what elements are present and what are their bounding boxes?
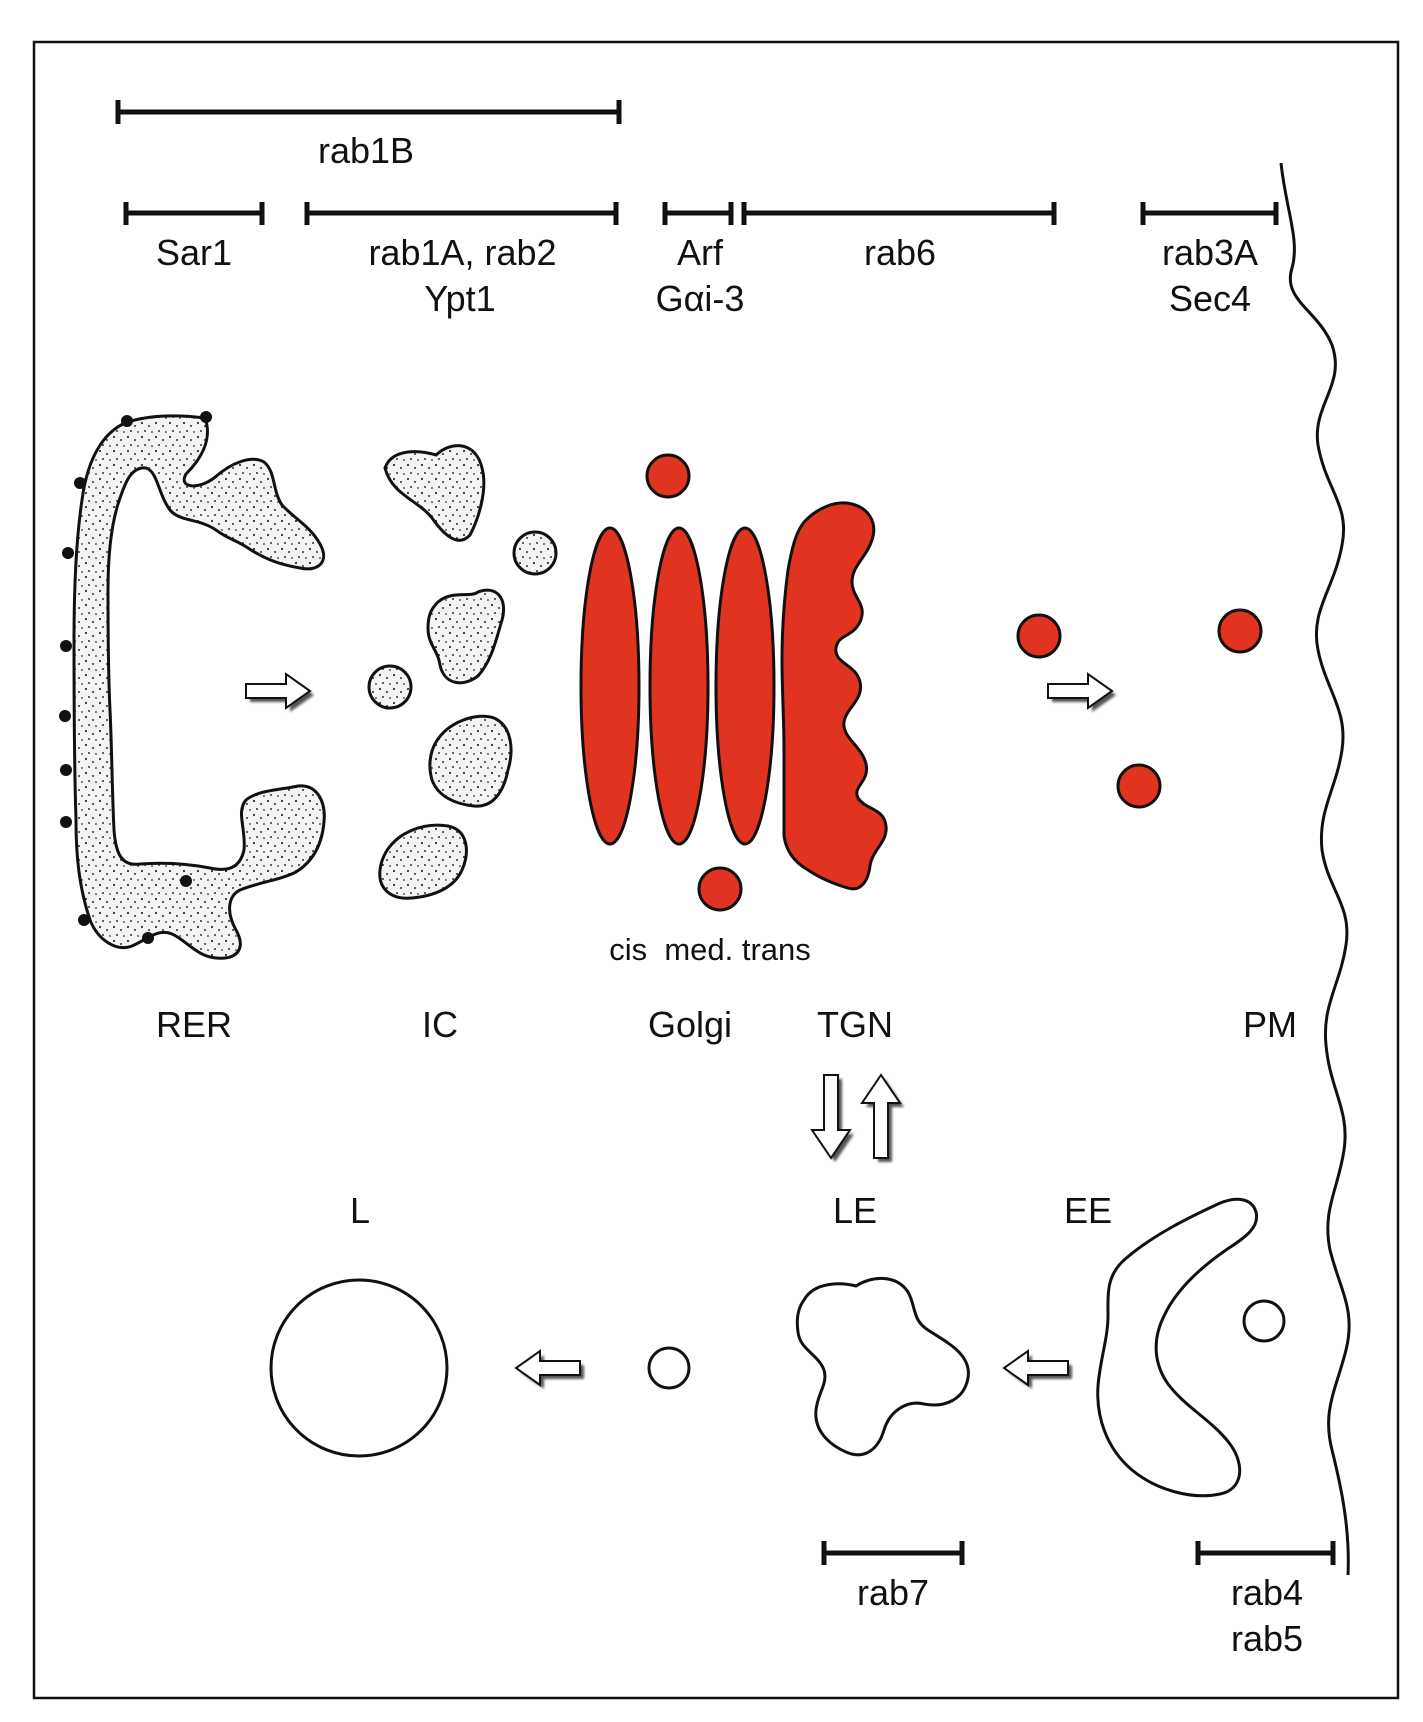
arrow-le-to-tgn <box>860 1073 902 1159</box>
label-golgi: Golgi <box>647 1004 733 1045</box>
bar-rab1a-rab2 <box>304 202 619 225</box>
lysosome <box>269 1278 449 1458</box>
bar-rab3a <box>1140 202 1279 225</box>
label-lysosome: L <box>349 1190 371 1231</box>
arrow-ee-to-le <box>1002 1349 1069 1387</box>
label-arf: Arf <box>676 232 723 273</box>
label-golgi-subregions: cis med. trans <box>609 932 811 967</box>
arrow-tgn-to-pm <box>1047 672 1114 710</box>
label-rab3a: rab3A <box>1161 232 1259 273</box>
label-sec4: Sec4 <box>1168 278 1252 319</box>
bar-rab4-rab5 <box>1195 1541 1336 1565</box>
golgi-vesicles <box>645 453 743 912</box>
bar-rab7 <box>821 1541 965 1565</box>
ic-vesicles <box>367 444 558 900</box>
label-rab1b: rab1B <box>317 130 415 171</box>
label-ic: IC <box>422 1004 458 1045</box>
label-rer: RER <box>155 1004 232 1045</box>
label-rab1a-rab2: rab1A, rab2 <box>368 232 557 273</box>
arrow-rer-to-ic <box>245 672 312 710</box>
late-endosome <box>795 1276 970 1457</box>
bar-rab6 <box>741 202 1057 225</box>
rer-ribosomes <box>59 411 212 944</box>
label-sar1: Sar1 <box>155 232 233 273</box>
early-endosome <box>1096 1197 1259 1498</box>
label-le: LE <box>832 1190 878 1231</box>
plasma-membrane <box>1279 162 1351 1576</box>
golgi-cisternae <box>579 526 776 846</box>
bar-rab1b <box>115 100 622 124</box>
transport-vesicle-le-l <box>647 1346 691 1390</box>
secretory-vesicles <box>1016 608 1263 809</box>
label-tgn: TGN <box>817 1004 893 1045</box>
figure-frame <box>32 40 1400 1700</box>
arrow-le-to-lysosome <box>514 1349 581 1387</box>
label-rab7: rab7 <box>856 1572 930 1613</box>
label-rab6: rab6 <box>863 232 937 273</box>
label-rab5: rab5 <box>1230 1618 1304 1659</box>
label-ee: EE <box>1063 1190 1113 1231</box>
label-pm: PM <box>1243 1004 1297 1045</box>
label-rab4: rab4 <box>1230 1572 1304 1613</box>
endocytic-vesicle <box>1242 1299 1286 1343</box>
bar-arf <box>662 202 734 225</box>
label-galpha-i3: Gαi-3 <box>655 278 745 319</box>
label-ypt1: Ypt1 <box>424 278 496 319</box>
arrow-tgn-to-le <box>810 1074 852 1160</box>
bar-sar1 <box>123 202 265 225</box>
tgn-membrane <box>780 501 888 891</box>
